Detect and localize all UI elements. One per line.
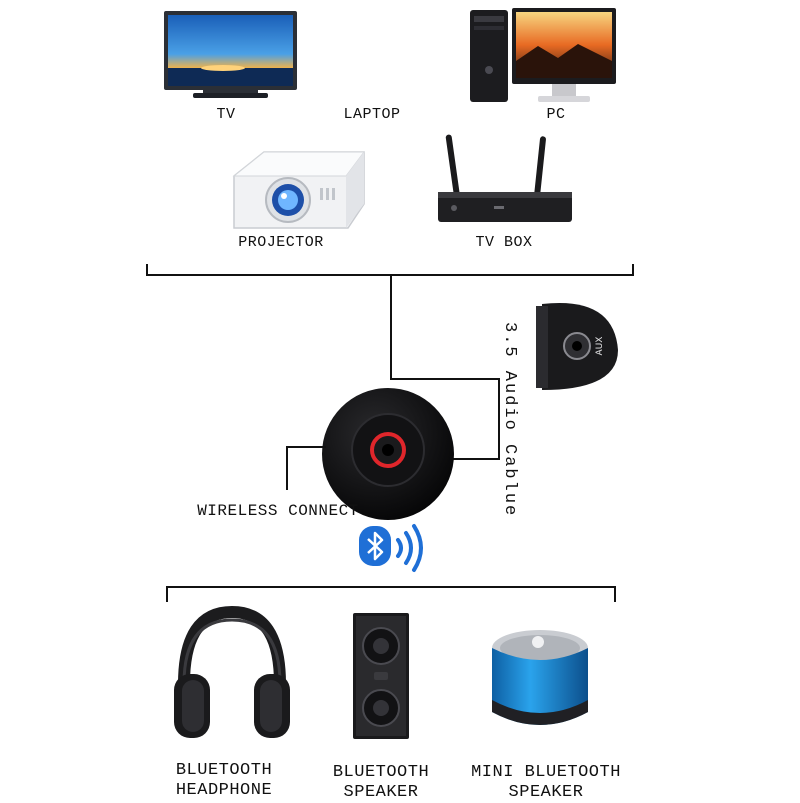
pc-label: PC (546, 106, 566, 123)
wireless-waves (394, 522, 434, 574)
headphone-icon (174, 605, 290, 738)
tv-box-image (434, 132, 576, 228)
top-bracket-stem (390, 274, 392, 380)
tv-icon (164, 11, 297, 98)
tv-box-icon (438, 134, 572, 222)
headphone-image (170, 604, 294, 744)
bottom-bracket-right-tick (614, 586, 616, 602)
top-bracket-right-tick (632, 264, 634, 276)
mini-speaker-label-line2: SPEAKER (508, 783, 584, 802)
cable-label: 3.5 Audio Cablue (500, 322, 519, 518)
speaker-image (352, 612, 410, 740)
tv-box-label: TV BOX (475, 234, 533, 251)
bluetooth-icon (359, 526, 391, 566)
cable-line-bottom (450, 458, 500, 460)
speaker-icon (353, 613, 409, 739)
headphone-label-line1: BLUETOOTH (175, 761, 273, 780)
projector-icon (232, 151, 365, 229)
bottom-bracket-left-tick (166, 586, 168, 602)
aux-text: AUX (595, 337, 605, 356)
speaker-label-line2: SPEAKER (343, 783, 419, 802)
mini-speaker-label-line1: MINI BLUETOOTH (471, 763, 621, 782)
mini-speaker-icon (492, 630, 588, 725)
cable-line-top (390, 378, 500, 380)
pc-image (468, 6, 618, 106)
headphone-label-line2: HEADPHONE (175, 781, 273, 800)
projector-image (228, 148, 370, 236)
top-bracket-left-tick (146, 264, 148, 276)
speaker-label-line1: BLUETOOTH (332, 763, 430, 782)
tv-label: TV (216, 106, 236, 123)
wireless-line-top (286, 446, 326, 448)
wireless-waves-icon (396, 524, 423, 572)
projector-label: PROJECTOR (238, 234, 324, 251)
bottom-bracket-line (166, 586, 616, 588)
wireless-line-left (286, 446, 288, 490)
mini-speaker-image (488, 626, 592, 738)
pc-icon (470, 8, 616, 102)
aux-port-icon: AUX (536, 302, 618, 390)
aux-port-image: AUX (522, 300, 622, 392)
cable-line-right (498, 378, 500, 460)
tv-image (163, 10, 298, 100)
bluetooth-symbol (358, 525, 392, 567)
bluetooth-receiver (318, 384, 458, 524)
bluetooth-receiver-icon (322, 388, 454, 520)
laptop-label: LAPTOP (343, 106, 401, 123)
wireless-connect-label: WIRELESS CONNECT (197, 502, 359, 520)
